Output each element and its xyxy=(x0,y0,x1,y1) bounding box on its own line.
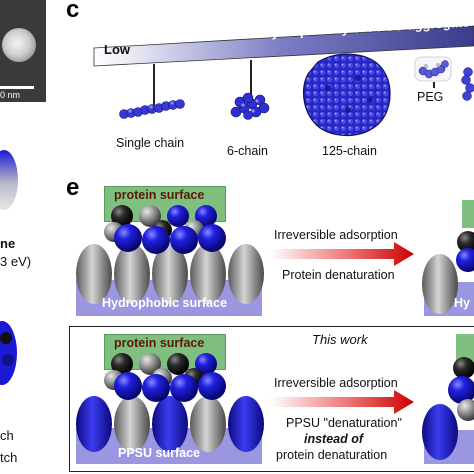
top-red-arrow xyxy=(270,242,414,266)
top-arrow-line2: Protein denaturation xyxy=(282,268,395,282)
left-molecule-top xyxy=(0,150,18,210)
panel-c-letter: c xyxy=(66,0,80,23)
scale-bar-label: 0 nm xyxy=(0,90,21,100)
left-text-ev: 3 eV) xyxy=(0,254,32,269)
protein-surface-label-bottom: protein surface xyxy=(114,336,205,350)
bottom-right-spheres xyxy=(422,357,474,460)
molecule-6-chain xyxy=(230,92,270,120)
scale-bar xyxy=(0,86,34,89)
label-6-chain: 6-chain xyxy=(227,144,268,158)
bottom-arrow-line3: instead of xyxy=(304,432,364,446)
left-text-ne: ne xyxy=(0,236,16,251)
bottom-red-arrow xyxy=(270,390,414,414)
top-right-partial-label: Hy xyxy=(454,296,470,310)
bottom-arrow-line2: PPSU "denaturation" xyxy=(286,416,402,430)
label-125-chain: 125-chain xyxy=(322,144,377,158)
label-peg: PEG xyxy=(417,90,444,104)
molecule-partial-right xyxy=(461,67,474,101)
left-text-tch: tch xyxy=(0,450,18,465)
panel-e-letter: e xyxy=(66,174,80,201)
stem-6-chain xyxy=(250,60,252,98)
molecule-125-chain xyxy=(302,53,391,137)
tem-particle xyxy=(2,28,36,62)
hydrophilicity-bar xyxy=(93,25,474,67)
ppsu-surface-label: PPSU surface xyxy=(118,446,200,460)
bottom-protein-spheres xyxy=(104,353,226,402)
stem-single-chain xyxy=(153,64,155,108)
label-single-chain: Single chain xyxy=(116,136,185,150)
protein-surface-box-top-right xyxy=(462,200,474,228)
protein-surface-box-bottom-right xyxy=(456,334,474,364)
this-work-box xyxy=(69,326,474,472)
this-work-title: This work xyxy=(312,332,368,347)
left-text-ch: ch xyxy=(0,428,14,443)
top-substrate-spheres xyxy=(76,244,264,304)
molecule-peg xyxy=(414,56,452,82)
top-arrow-line1: Irreversible adsorption xyxy=(274,228,398,242)
stem-peg xyxy=(433,82,435,88)
bottom-arrow-line4: protein denaturation xyxy=(276,448,388,462)
protein-surface-label-top: protein surface xyxy=(114,188,205,202)
bar-low-label: Low xyxy=(104,42,130,57)
tem-image: 0 nm xyxy=(0,0,46,102)
molecule-single-chain xyxy=(119,99,185,119)
hydrophobic-surface-label: Hydrophobic surface xyxy=(102,296,228,310)
top-protein-spheres xyxy=(104,205,226,254)
top-right-spheres xyxy=(422,231,474,314)
left-molecule-bottom xyxy=(0,321,17,385)
bottom-substrate-spheres xyxy=(76,396,264,452)
bottom-arrow-line1: Irreversible adsorption xyxy=(274,376,398,390)
